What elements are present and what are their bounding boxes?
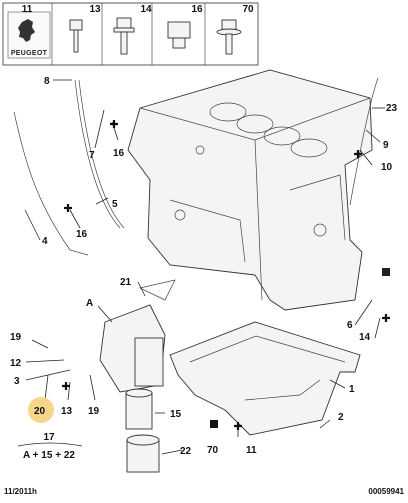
dipstick-drawing	[13, 77, 379, 256]
label-12: 12	[10, 358, 22, 369]
label-20: 20	[34, 406, 46, 417]
header-cell-11: 11	[22, 4, 33, 15]
plug-16-icon	[167, 21, 191, 49]
label-16a: 16	[113, 148, 125, 159]
label-11: 11	[246, 445, 257, 456]
label-2: 2	[338, 412, 344, 423]
header-cell-13: 13	[89, 4, 101, 15]
label-70: 70	[207, 445, 219, 456]
label-22: 22	[180, 446, 192, 457]
leader-lines	[24, 79, 385, 455]
label-13: 13	[61, 406, 73, 417]
label-10: 10	[381, 162, 393, 173]
label-6: 6	[347, 320, 353, 331]
header-cell-70: 70	[242, 4, 254, 15]
label-3: 3	[14, 376, 20, 387]
header-cell-14: 14	[140, 4, 152, 15]
header-cell-16: 16	[191, 4, 203, 15]
label-1: 1	[349, 384, 355, 395]
bolt-13-icon	[69, 19, 83, 53]
markers	[62, 120, 390, 430]
brand-label: PEUGEOT	[11, 50, 48, 57]
label-8: 8	[44, 76, 50, 87]
label-7: 7	[89, 150, 95, 161]
part-labels: 8 7 16 5 16 4 23 9 10 21 A 6 14 19 12 3 …	[10, 76, 398, 457]
label-4: 4	[42, 236, 48, 247]
bolt-14-icon	[113, 17, 135, 55]
label-5: 5	[112, 199, 118, 210]
label-19a: 19	[10, 332, 22, 343]
footer-date: 11/2011h	[4, 487, 37, 496]
header-parts-box: PEUGEOT 11 13 14 16 70	[2, 2, 259, 66]
oil-filter-assembly-drawing	[99, 279, 176, 473]
label-9: 9	[383, 140, 389, 151]
label-14: 14	[359, 332, 371, 343]
footer-ref: 00059941	[368, 487, 404, 496]
bracket-17	[17, 442, 83, 447]
label-21: 21	[120, 277, 132, 288]
highlight-circle	[28, 397, 54, 423]
label-16b: 16	[76, 229, 88, 240]
bolt-70-icon	[216, 19, 242, 55]
label-A: A	[86, 298, 93, 309]
formula-label: A + 15 + 22	[23, 450, 75, 461]
label-19b: 19	[88, 406, 100, 417]
peugeot-logo: PEUGEOT	[7, 11, 51, 59]
engine-block-drawing	[127, 69, 373, 311]
label-15: 15	[170, 409, 182, 420]
oil-sump-drawing	[169, 321, 361, 436]
label-17: 17	[43, 432, 55, 443]
label-23: 23	[386, 103, 398, 114]
